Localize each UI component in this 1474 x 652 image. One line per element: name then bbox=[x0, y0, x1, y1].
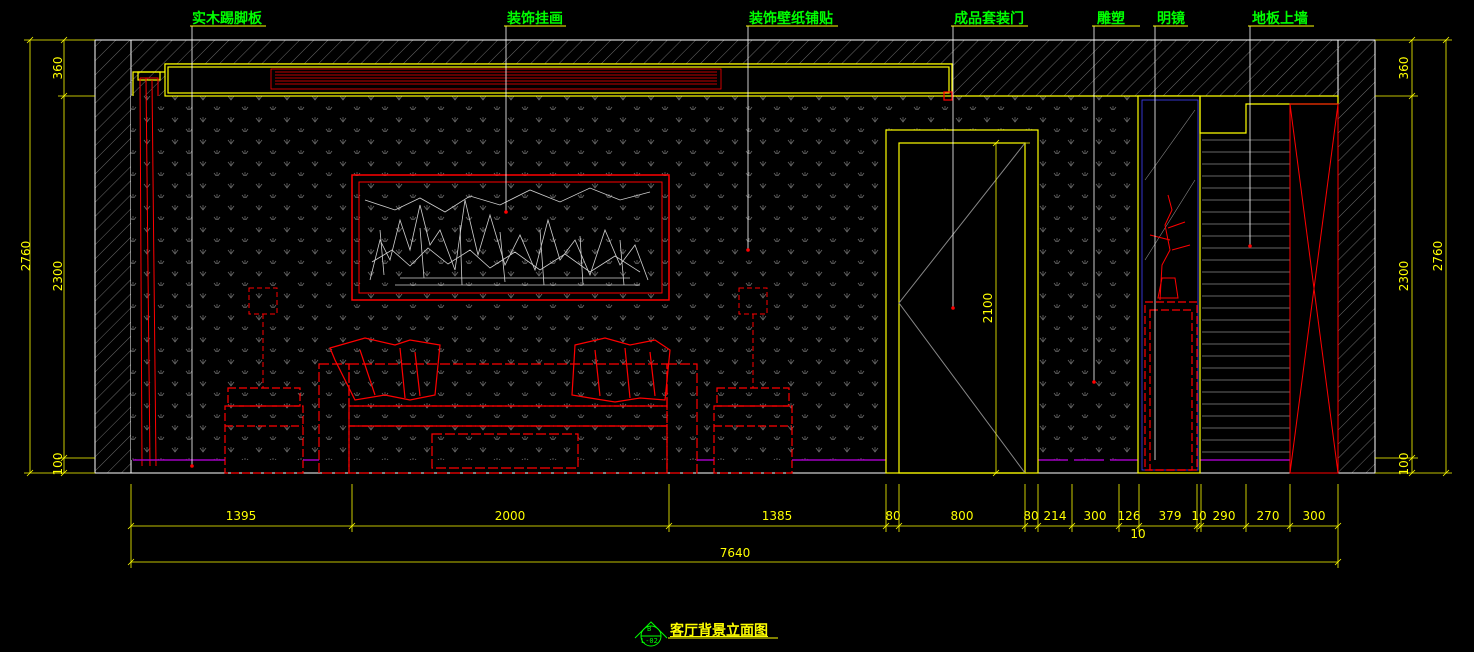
bottom-dim-5: 800 bbox=[950, 509, 974, 523]
title-symbol bbox=[634, 621, 778, 647]
left-wall-section bbox=[94, 39, 132, 474]
drawing-title: 客厅背景立面图 bbox=[670, 623, 768, 639]
bottom-dim-11: 10 bbox=[1191, 509, 1207, 523]
bottom-dim-9: 126 bbox=[1117, 509, 1141, 523]
bottom-dim-8: 300 bbox=[1083, 509, 1107, 523]
bottom-dim-10: 379 bbox=[1158, 509, 1182, 523]
bottom-dim-total: 7640 bbox=[719, 546, 751, 560]
sculpture-niche bbox=[1137, 95, 1201, 474]
right-wall-section bbox=[1337, 39, 1376, 474]
bottom-dim-13: 270 bbox=[1256, 509, 1280, 523]
wall-lamp-left bbox=[248, 287, 278, 388]
ceiling-air-grille bbox=[270, 68, 722, 90]
side-table-left bbox=[224, 387, 304, 474]
label-mirror: 明镜 bbox=[1157, 11, 1185, 27]
door-height-dim: 2100 bbox=[981, 292, 995, 324]
right-dim-top: 360 bbox=[1397, 56, 1411, 80]
right-dim-total: 2760 bbox=[1431, 240, 1445, 272]
decorative-painting bbox=[351, 174, 670, 301]
label-floor-up-wall: 地板上墙 bbox=[1252, 11, 1308, 27]
door-height-dimension bbox=[992, 139, 1030, 477]
floor-up-wall bbox=[1199, 96, 1339, 474]
label-wallpaper: 装饰壁纸铺贴 bbox=[749, 11, 833, 27]
leader-lines bbox=[191, 26, 1251, 466]
bottom-dim-7: 214 bbox=[1043, 509, 1067, 523]
curtain bbox=[139, 77, 159, 467]
bottom-dim-3: 1385 bbox=[761, 509, 793, 523]
bottom-dim-2: 2000 bbox=[494, 509, 526, 523]
label-painting: 装饰挂画 bbox=[507, 11, 563, 27]
left-dim-bottom: 100 bbox=[51, 452, 65, 476]
bottom-dim-12: 290 bbox=[1212, 509, 1236, 523]
bottom-dim-14: 300 bbox=[1302, 509, 1326, 523]
symbol-bottom: L-02 bbox=[641, 637, 658, 645]
bottom-dim-sub: 10 bbox=[1130, 527, 1146, 541]
left-dimension-lines bbox=[24, 36, 95, 477]
bottom-dimension-lines bbox=[127, 484, 1342, 568]
label-skirting: 实木踢脚板 bbox=[192, 11, 262, 27]
left-dim-total: 2760 bbox=[19, 240, 33, 272]
left-dim-top: 360 bbox=[51, 56, 65, 80]
left-dim-middle: 2300 bbox=[51, 260, 65, 292]
right-dimension-lines bbox=[1375, 36, 1452, 477]
label-door: 成品套装门 bbox=[954, 11, 1024, 27]
right-dim-bottom: 100 bbox=[1397, 452, 1411, 476]
right-dim-middle: 2300 bbox=[1397, 260, 1411, 292]
bottom-dim-4: 80 bbox=[885, 509, 901, 523]
symbol-top: B bbox=[647, 625, 652, 633]
side-table-right bbox=[713, 387, 793, 474]
leader-dots bbox=[190, 210, 1252, 468]
door bbox=[885, 129, 1039, 474]
wall-lamp-right bbox=[738, 287, 768, 388]
label-sculpture: 雕塑 bbox=[1097, 11, 1125, 27]
sofa-cushions bbox=[329, 337, 671, 403]
bottom-dim-1: 1395 bbox=[225, 509, 257, 523]
bottom-dim-6: 80 bbox=[1023, 509, 1039, 523]
